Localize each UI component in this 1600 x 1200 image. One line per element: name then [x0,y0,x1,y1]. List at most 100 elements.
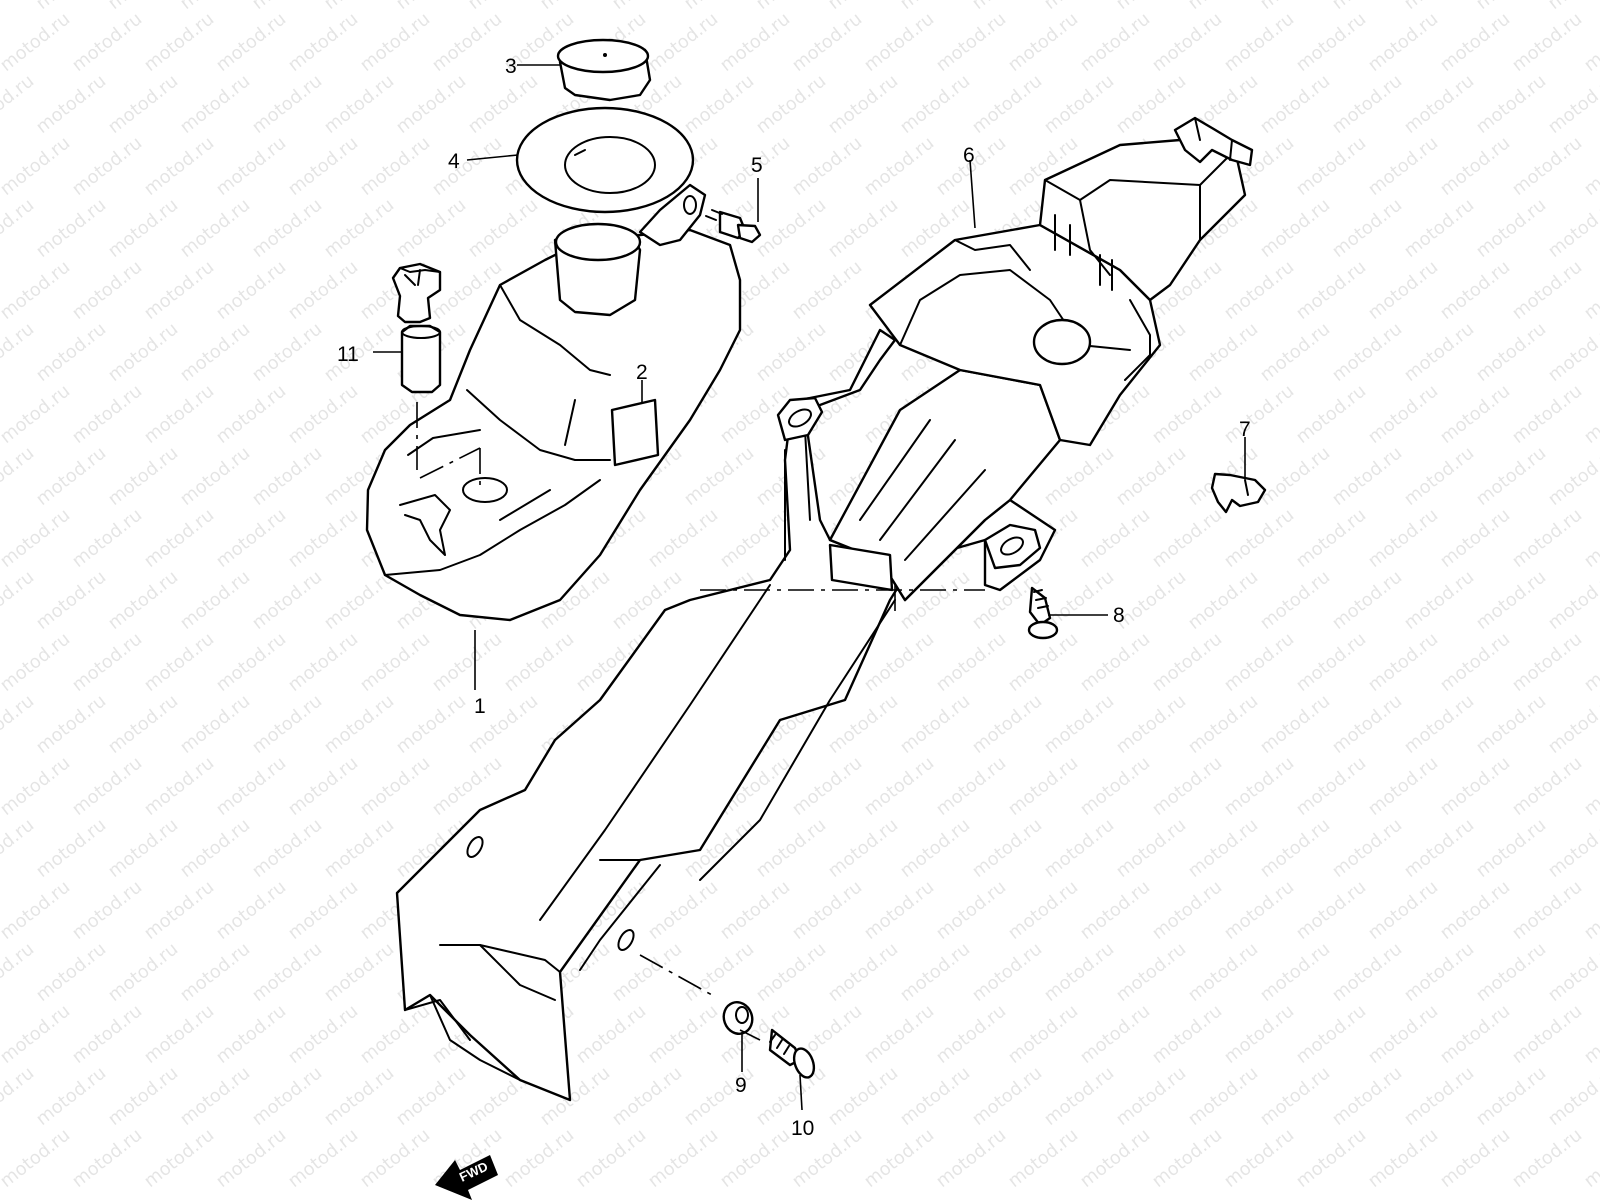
watermark-text: motod.ru [1364,753,1442,820]
watermark-text: motod.ru [1328,195,1406,262]
watermark-text: motod.ru [356,1125,434,1192]
watermark-text: motod.ru [0,877,74,944]
watermark-text: motod.ru [1292,133,1370,200]
watermark-text: motod.ru [32,443,110,510]
watermark-text: motod.ru [1364,1001,1442,1068]
watermark-text: motod.ru [1472,0,1550,14]
watermark-text: motod.ru [1400,1063,1478,1130]
nut-part-9 [722,1001,754,1035]
watermark-text: motod.ru [1508,505,1586,572]
watermark-text: motod.ru [1148,629,1226,696]
watermark-text: motod.ru [1292,1125,1370,1192]
watermark-text: motod.ru [284,877,362,944]
watermark-text: motod.ru [176,0,254,14]
watermark-text: motod.ru [176,939,254,1006]
watermark-text: motod.ru [896,0,974,14]
watermark-text: motod.ru [1472,71,1550,138]
watermark-text: motod.ru [1472,691,1550,758]
watermark-text: motod.ru [32,0,110,14]
callout-1: 1 [474,695,486,718]
watermark-text: motod.ru [248,71,326,138]
watermark-text: motod.ru [0,629,74,696]
watermark-text: motod.ru [0,195,38,262]
watermark-text: motod.ru [1040,939,1118,1006]
diaphragm-part-4 [515,106,695,214]
watermark-text: motod.ru [860,1001,938,1068]
watermark-text: motod.ru [284,381,362,448]
watermark-text: motod.ru [644,505,722,572]
watermark-text: motod.ru [932,9,1010,76]
watermark-text: motod.ru [1292,505,1370,572]
watermark-text: motod.ru [248,691,326,758]
watermark-text: motod.ru [32,691,110,758]
watermark-text: motod.ru [356,629,434,696]
label-part-2 [610,398,660,467]
watermark-text: motod.ru [1040,443,1118,510]
watermark-text: motod.ru [932,877,1010,944]
watermark-text: motod.ru [1148,381,1226,448]
watermark-text: motod.ru [392,71,470,138]
watermark-text: motod.ru [0,71,38,138]
watermark-text: motod.ru [140,1125,218,1192]
watermark-text: motod.ru [464,195,542,262]
watermark-text: motod.ru [788,133,866,200]
watermark-text: motod.ru [1364,505,1442,572]
watermark-text: motod.ru [0,1063,38,1130]
watermark-text: motod.ru [1436,753,1514,820]
watermark-text: motod.ru [896,1063,974,1130]
watermark-text: motod.ru [1328,71,1406,138]
watermark-text: motod.ru [1544,1063,1600,1130]
watermark-text: motod.ru [104,691,182,758]
watermark-text: motod.ru [932,1125,1010,1192]
watermark-text: motod.ru [896,815,974,882]
watermark-text: motod.ru [1112,815,1190,882]
watermark-text: motod.ru [0,319,38,386]
watermark-text: motod.ru [1184,691,1262,758]
watermark-text: motod.ru [176,567,254,634]
watermark-text: motod.ru [1292,753,1370,820]
watermark-text: motod.ru [392,1063,470,1130]
watermark-text: motod.ru [824,195,902,262]
watermark-text: motod.ru [1004,1125,1082,1192]
watermark-text: motod.ru [428,9,506,76]
watermark-text: motod.ru [1076,629,1154,696]
watermark-text: motod.ru [1184,939,1262,1006]
watermark-text: motod.ru [1508,877,1586,944]
watermark-text: motod.ru [104,195,182,262]
watermark-text: motod.ru [968,939,1046,1006]
watermark-text: motod.ru [1580,753,1600,820]
watermark-text: motod.ru [644,9,722,76]
watermark-text: motod.ru [752,0,830,14]
callout-9: 9 [735,1074,747,1097]
watermark-text: motod.ru [140,753,218,820]
watermark-text: motod.ru [1148,753,1226,820]
watermark-text: motod.ru [716,1125,794,1192]
watermark-text: motod.ru [0,691,38,758]
watermark-text: motod.ru [1472,815,1550,882]
watermark-text: motod.ru [0,1125,74,1192]
watermark-text: motod.ru [536,0,614,14]
watermark-text: motod.ru [68,381,146,448]
watermark-text: motod.ru [1472,195,1550,262]
watermark-text: motod.ru [1004,753,1082,820]
watermark-text: motod.ru [1220,505,1298,572]
bolt-part-10 [768,1028,816,1079]
watermark-text: motod.ru [1544,815,1600,882]
watermark-text: motod.ru [1400,815,1478,882]
joint-part-11 [391,262,442,394]
watermark-text: motod.ru [1292,257,1370,324]
watermark-text: motod.ru [1040,0,1118,14]
watermark-text: motod.ru [140,505,218,572]
watermark-text: motod.ru [824,815,902,882]
watermark-text: motod.ru [968,1063,1046,1130]
watermark-text: motod.ru [140,9,218,76]
watermark-text: motod.ru [1328,815,1406,882]
watermark-text: motod.ru [32,815,110,882]
watermark-text: motod.ru [1256,71,1334,138]
watermark-text: motod.ru [1580,629,1600,696]
watermark-text: motod.ru [140,1001,218,1068]
watermark-text: motod.ru [320,195,398,262]
watermark-text: motod.ru [1292,9,1370,76]
watermark-text: motod.ru [1148,505,1226,572]
